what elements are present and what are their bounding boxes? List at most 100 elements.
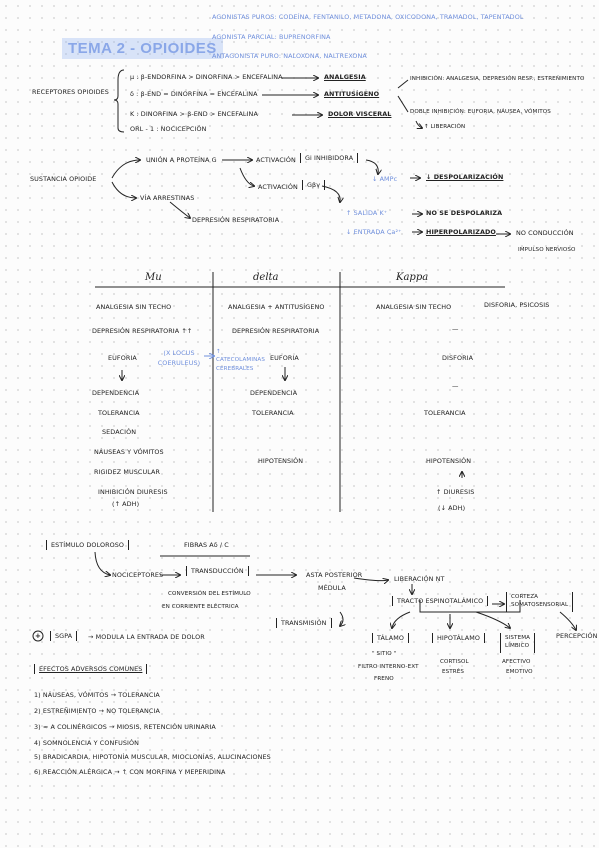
mu-effect: EUFORIA bbox=[108, 354, 137, 362]
kappa-effect: DISFORIA, PSICOSIS bbox=[484, 301, 550, 309]
sistema-limbico-box: SISTEMA LÍMBICO bbox=[500, 633, 536, 653]
no-conduccion: NO CONDUCCIÓN bbox=[516, 229, 574, 237]
transduccion-box: TRANSDUCCIÓN bbox=[186, 566, 249, 577]
liberacion-note: ↑ LIBERACIÓN bbox=[424, 124, 466, 130]
salida-k: ↑ SALIDA K⁺ bbox=[346, 209, 388, 217]
kappa-effect: ANALGESIA SIN TECHO bbox=[376, 303, 452, 311]
no-despolariza: NO SE DESPOLARIZA bbox=[426, 209, 503, 217]
mu-catecolaminas: ↑ CATECOLAMINAS CEREBRALES bbox=[216, 349, 265, 372]
gi-inhibidora-box: Gi INHIBIDORA bbox=[300, 153, 359, 164]
mu-effect: (↑ ADH) bbox=[112, 500, 140, 508]
delta-effect: ANALGESIA + ANTITUSÍGENO bbox=[228, 303, 325, 311]
doble-inhibicion-note: DOBLE INHIBICIÓN: EUFORIA, NÁUSEA, VÓMIT… bbox=[410, 109, 551, 115]
kappa-effect: DISFORIA bbox=[442, 354, 474, 362]
hipotalamo-cortisol: CORTISOL bbox=[440, 659, 469, 665]
antagonista-line: ANTAGONISTA PURO: NALOXONA, NALTREXONA bbox=[212, 52, 367, 60]
delta-effect: TOLERANCIA bbox=[252, 409, 294, 417]
talamo-filtro: FILTRO INTERNO-EXT bbox=[358, 664, 419, 670]
percepcion: PERCEPCIÓN bbox=[556, 632, 598, 640]
transmision-box: TRANSMISIÓN bbox=[276, 618, 332, 629]
activacion-gby: ACTIVACIÓN bbox=[258, 183, 298, 191]
receptor-mu: μ : β-ENDORFINA > DINORFINA > ENCEFALINA bbox=[130, 73, 283, 81]
limbico-emotivo: EMOTIVO bbox=[506, 669, 533, 675]
impulso-nervioso: IMPULSO NERVIOSO bbox=[518, 247, 576, 253]
hipotalamo-box: HIPOTÁLAMO bbox=[432, 633, 485, 644]
liberacion-nt: LIBERACIÓN NT bbox=[394, 575, 445, 583]
receptor-kappa-effect: DOLOR VISCERAL bbox=[328, 110, 392, 118]
column-header-delta: delta bbox=[253, 272, 279, 283]
limbico-line2: LÍMBICO bbox=[505, 642, 530, 649]
conversion-line2: EN CORRIENTE ELÉCTRICA bbox=[162, 604, 239, 610]
depresion-respiratoria: DEPRESIÓN RESPIRATORIA bbox=[192, 216, 280, 224]
mu-effect: NÁUSEAS Y VÓMITOS bbox=[94, 448, 164, 456]
page-title: TEMA 2 - OPIOIDES bbox=[62, 38, 223, 59]
mu-effect: SEDACIÓN bbox=[102, 428, 137, 436]
activacion-gi: ACTIVACIÓN bbox=[256, 156, 296, 164]
asta-posterior: ASTA POSTERIOR bbox=[306, 571, 363, 579]
via-arrestinas: VÍA ARRESTINAS bbox=[140, 194, 195, 202]
mu-effect: RIGIDEZ MUSCULAR bbox=[94, 468, 161, 476]
adverse-item: 3) ≈ A COLINÉRGICOS → MIOSIS, RETENCIÓN … bbox=[34, 723, 216, 731]
conversion-line1: CONVERSIÓN DEL ESTÍMULO bbox=[168, 591, 251, 597]
despolarizacion-decrease: ↓ DESPOLARIZACIÓN bbox=[426, 173, 504, 181]
column-header-kappa: Kappa bbox=[396, 272, 429, 283]
sustancia-opioide-label: SUSTANCIA OPIOIDE bbox=[30, 175, 97, 183]
gby-box: Gβγ bbox=[302, 180, 326, 191]
kappa-effect: HIPOTENSIÓN bbox=[426, 457, 472, 465]
tracto-espinotalamico-box: TRACTO ESPINOTALÁMICO bbox=[392, 596, 489, 607]
union-proteina-g: UNIÓN A PROTEÍNA G bbox=[146, 156, 217, 164]
efectos-adversos-title: EFECTOS ADVERSOS COMUNES bbox=[34, 664, 148, 675]
corteza-line1: CORTEZA bbox=[511, 594, 539, 600]
plus-sign: + bbox=[35, 632, 41, 640]
kappa-effect: ↑ DIURESIS bbox=[436, 488, 475, 496]
medula: MÉDULA bbox=[318, 584, 346, 592]
delta-effect: DEPRESIÓN RESPIRATORIA bbox=[232, 327, 320, 335]
mu-locus-coeruleus: (X LOCUS COERULEUS) bbox=[157, 349, 201, 367]
kappa-effect: (↓ ADH) bbox=[438, 504, 466, 512]
ampc-decrease: ↓ AMPc bbox=[372, 175, 398, 183]
limbico-line1: SISTEMA bbox=[505, 635, 531, 641]
receptor-kappa: K : DINORFINA > β-END > ENCEFALINA bbox=[130, 110, 258, 118]
receptor-orl: ORL - 1 : NOCICEPCIÓN bbox=[130, 125, 207, 133]
delta-effect: EUFORIA bbox=[270, 354, 299, 362]
adverse-item: 1) NÁUSEAS, VÓMITOS → TOLERANCIA bbox=[34, 691, 160, 699]
receptor-mu-effect: ANALGESIA bbox=[324, 73, 366, 81]
sgpa-box: SGPA bbox=[50, 631, 78, 642]
mu-effect: DEPENDENCIA bbox=[92, 389, 140, 397]
delta-effect: DEPENDENCIA bbox=[250, 389, 298, 397]
fibras-label: FIBRAS Aδ / C bbox=[184, 541, 229, 549]
corteza-box: CORTEZA SOMATOSENSORIAL bbox=[506, 592, 574, 612]
kappa-effect: TOLERANCIA bbox=[424, 409, 466, 417]
mu-effect: DEPRESIÓN RESPIRATORIA ↑↑ bbox=[92, 327, 193, 335]
receptores-label: RECEPTORES OPIOIDES bbox=[32, 88, 109, 96]
delta-effect: HIPOTENSIÓN bbox=[258, 457, 304, 465]
mu-effect: INHIBICIÓN DIURESIS bbox=[98, 488, 168, 496]
talamo-sitio: " SITIO " bbox=[372, 651, 397, 657]
corteza-line2: SOMATOSENSORIAL bbox=[511, 601, 569, 608]
adverse-item: 5) BRADICARDIA, HIPOTONÍA MUSCULAR, MIOC… bbox=[34, 753, 271, 761]
receptor-delta-effect: ANTITUSÍGENO bbox=[324, 90, 380, 98]
inhibicion-note: INHIBICIÓN: ANALGESIA, DEPRESIÓN RESP., … bbox=[410, 76, 585, 82]
agonistas-puros-line: AGONISTAS PUROS: CODEÍNA, FENTANILO, MET… bbox=[212, 13, 524, 21]
receptors-brace bbox=[113, 69, 125, 133]
talamo-freno: FRENO bbox=[374, 676, 394, 682]
adverse-item: 6) REACCIÓN ALÉRGICA → ↑ CON MORFINA Y M… bbox=[34, 768, 226, 776]
hiperpolarizado: HIPERPOLARIZADO bbox=[426, 228, 496, 236]
hipotalamo-estres: ESTRÉS bbox=[442, 669, 465, 675]
nociceptores: NOCICEPTORES bbox=[112, 571, 164, 579]
column-header-mu: Mu bbox=[145, 272, 162, 283]
kappa-effect: — bbox=[452, 382, 459, 390]
agonista-parcial-line: AGONISTA PARCIAL: BUPRENORFINA bbox=[212, 33, 331, 41]
mu-effect: TOLERANCIA bbox=[98, 409, 140, 417]
sgpa-text: → MODULA LA ENTRADA DE DOLOR bbox=[88, 633, 205, 641]
limbico-afectivo: AFECTIVO bbox=[502, 659, 531, 665]
adverse-item: 4) SOMNOLENCIA Y CONFUSIÓN bbox=[34, 739, 140, 747]
talamo-box: TÁLAMO bbox=[372, 633, 410, 644]
kappa-effect: — bbox=[452, 325, 459, 333]
estimulo-doloroso-box: ESTÍMULO DOLOROSO bbox=[46, 540, 130, 551]
adverse-item: 2) ESTREÑIMIENTO → NO TOLERANCIA bbox=[34, 707, 160, 715]
entrada-ca: ↓ ENTRADA Ca²⁺ bbox=[346, 228, 402, 236]
mu-effect: ANALGESIA SIN TECHO bbox=[96, 303, 172, 311]
receptor-delta: δ : β-END = DINORFINA = ENCEFALINA bbox=[130, 90, 258, 98]
